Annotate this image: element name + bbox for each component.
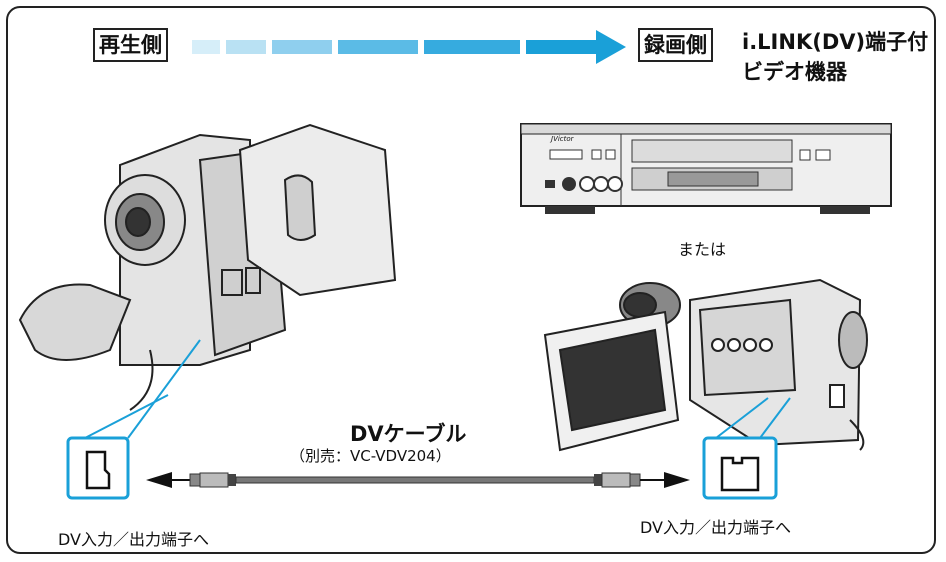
diagram-frame: [6, 6, 936, 554]
or-label: または: [678, 240, 727, 259]
playback-camcorder-illustration: [18, 123, 397, 411]
dv-cable: [146, 472, 690, 488]
cable-subtitle: （別売：VC-VDV204）: [290, 447, 451, 465]
direction-arrow: [192, 30, 626, 64]
left-port-caption: DV入力／出力端子へ: [58, 530, 209, 549]
device-title-line2: ビデオ機器: [742, 60, 847, 84]
right-dv-port-icon: [720, 456, 760, 492]
right-port-caption: DV入力／出力端子へ: [640, 518, 791, 537]
device-title-line1: i.LINK(DV)端子付: [742, 30, 929, 54]
left-dv-port-icon: [85, 450, 111, 490]
cable-title: DVケーブル: [350, 422, 467, 446]
recording-camcorder-illustration: [543, 278, 868, 452]
record-side-label: 録画側: [638, 28, 713, 62]
playback-side-label: 再生側: [93, 28, 168, 62]
vcr-brand-text: JVictor: [549, 135, 575, 143]
vcr-deck-illustration: JVictor: [520, 123, 892, 214]
